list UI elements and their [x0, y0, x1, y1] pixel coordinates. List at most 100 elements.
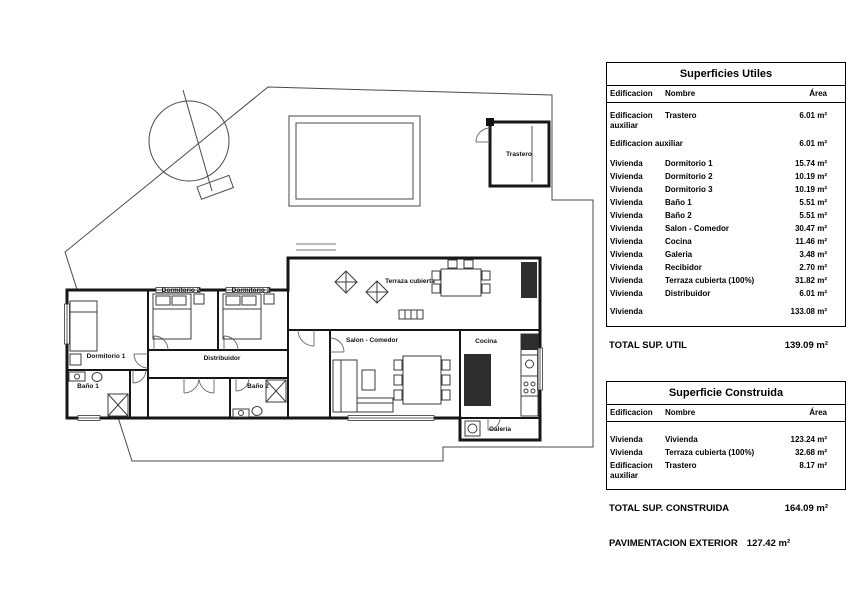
col-header-area: Área [809, 408, 827, 417]
col-header-nombre: Nombre [665, 89, 696, 98]
cell-area: 31.82 m² [794, 275, 827, 285]
cell-edificacion: Vivienda [610, 262, 643, 272]
table-title: Superficies Utiles [607, 63, 845, 86]
cell-edificacion: Vivienda [610, 447, 643, 457]
cell-area: 3.48 m² [799, 249, 827, 259]
barbecue [521, 262, 537, 298]
tree [148, 89, 235, 200]
window [64, 303, 70, 345]
table-header-row: Edificacion Nombre Área [607, 405, 845, 422]
washer [464, 420, 481, 437]
table-header-row: Edificacion Nombre Área [607, 86, 845, 103]
toilet [91, 372, 103, 382]
label-dormitorio-2: Dormitorio 2 [162, 287, 201, 294]
nightstand [263, 293, 275, 305]
total-value: 164.09 m² [784, 503, 828, 514]
table-row: Vivienda Salon - Comedor 30.47 m² [607, 222, 845, 235]
kitchen-island [464, 354, 491, 406]
window [347, 415, 435, 421]
coffee-table [361, 369, 376, 391]
cell-area: 123.24 m² [790, 434, 827, 444]
col-header-nombre: Nombre [665, 408, 696, 417]
table-body: Vivienda Vivienda 123.24 m² Vivienda Ter… [607, 422, 845, 489]
cell-nombre: Dormitorio 2 [665, 171, 713, 181]
sink [232, 408, 250, 418]
label-dormitorio-1: Dormitorio 1 [87, 353, 126, 360]
terrace-furniture [334, 259, 537, 320]
windows [64, 287, 543, 421]
pillar [486, 118, 494, 126]
label-trastero: Trastero [506, 151, 532, 158]
pool [288, 115, 421, 207]
pavimentacion-value: 127.42 m² [746, 538, 791, 549]
area-tables-panel: Superficies Utiles Edificacion Nombre Ár… [606, 62, 846, 549]
cell-nombre: Galeria [665, 249, 693, 259]
door-entry [297, 329, 315, 347]
floor-plan: Dormitorio 1 Dormitorio 2 Dormitorio 3 D… [64, 86, 594, 462]
table-row: Vivienda Cocina 11.46 m² [607, 235, 845, 248]
cell-area: 6.01 m² [799, 288, 827, 298]
total-sup-construida: TOTAL SUP. CONSTRUIDA 164.09 m² [606, 503, 846, 514]
shower [107, 393, 129, 417]
fridge [521, 334, 538, 350]
cell-nombre: Recibidor [665, 262, 702, 272]
col-header-area: Área [809, 89, 827, 98]
kitchen-fixtures [464, 333, 539, 417]
total-label: TOTAL SUP. UTIL [609, 340, 687, 351]
bed-dormitorio-3 [222, 293, 275, 340]
cell-edificacion: Vivienda [610, 236, 643, 246]
cell-edificacion: Vivienda [610, 434, 643, 444]
label-terraza: Terraza cubierta [385, 278, 435, 285]
col-header-edificacion: Edificacion [610, 89, 653, 98]
label-distribuidor: Distribuidor [204, 355, 241, 362]
door-distribuidor-double [183, 377, 215, 394]
cell-nombre: Trastero [665, 110, 697, 120]
bano-1-fixtures [68, 371, 129, 417]
door-bano-1 [132, 369, 147, 384]
label-dormitorio-3: Dormitorio 3 [232, 287, 271, 294]
sink [68, 371, 86, 382]
table-body: Edificacion auxiliar Trastero 6.01 m² Ed… [607, 103, 845, 326]
cell-nombre: Baño 2 [665, 210, 692, 220]
table-row: Edificacion auxiliar Trastero 8.17 m² [607, 459, 845, 482]
cell-edificacion: Vivienda [610, 197, 643, 207]
cell-area: 15.74 m² [794, 158, 827, 168]
cell-group-label: Edificacion auxiliar [610, 138, 683, 148]
label-salon-comedor: Salon - Comedor [346, 337, 398, 344]
cell-nombre: Cocina [665, 236, 692, 246]
interior-walls [67, 290, 540, 440]
pavimentacion-label: PAVIMENTACION EXTERIOR [609, 538, 738, 549]
cell-edificacion: Vivienda [610, 158, 643, 168]
house-outline [65, 256, 542, 442]
window [225, 287, 271, 293]
room-labels: Dormitorio 1 Dormitorio 2 Dormitorio 3 D… [77, 278, 511, 433]
bed-dormitorio-1 [69, 300, 98, 366]
door-bano-2 [235, 377, 250, 392]
cell-nombre: Terraza cubierta (100%) [665, 275, 755, 285]
pavimentacion-exterior: PAVIMENTACION EXTERIOR 127.42 m² [606, 538, 846, 549]
cell-edificacion: Vivienda [610, 184, 643, 194]
furniture [68, 259, 539, 437]
cell-edificacion: Vivienda [610, 288, 643, 298]
cell-area: 11.46 m² [795, 236, 827, 246]
cell-group-label: Vivienda [610, 306, 643, 316]
cell-nombre: Trastero [665, 460, 697, 470]
trastero-door [475, 127, 491, 143]
cell-nombre: Baño 1 [665, 197, 692, 207]
bed-dormitorio-2 [152, 293, 205, 340]
kitchen-sink [525, 359, 534, 369]
superficie-construida-table: Superficie Construida Edificacion Nombre… [606, 381, 846, 490]
cell-area: 6.01 m² [799, 138, 827, 148]
skylight [365, 280, 389, 304]
shower [265, 379, 287, 403]
table-row: Vivienda Dormitorio 1 15.74 m² [607, 157, 845, 170]
total-value: 139.09 m² [784, 340, 828, 351]
cell-edificacion: Edificacion auxiliar [610, 460, 653, 480]
cell-edificacion: Vivienda [610, 210, 643, 220]
sofa [332, 359, 394, 413]
cell-edificacion: Vivienda [610, 249, 643, 259]
cell-nombre: Dormitorio 1 [665, 158, 713, 168]
cell-area: 5.51 m² [799, 197, 827, 207]
cell-nombre: Salon - Comedor [665, 223, 730, 233]
